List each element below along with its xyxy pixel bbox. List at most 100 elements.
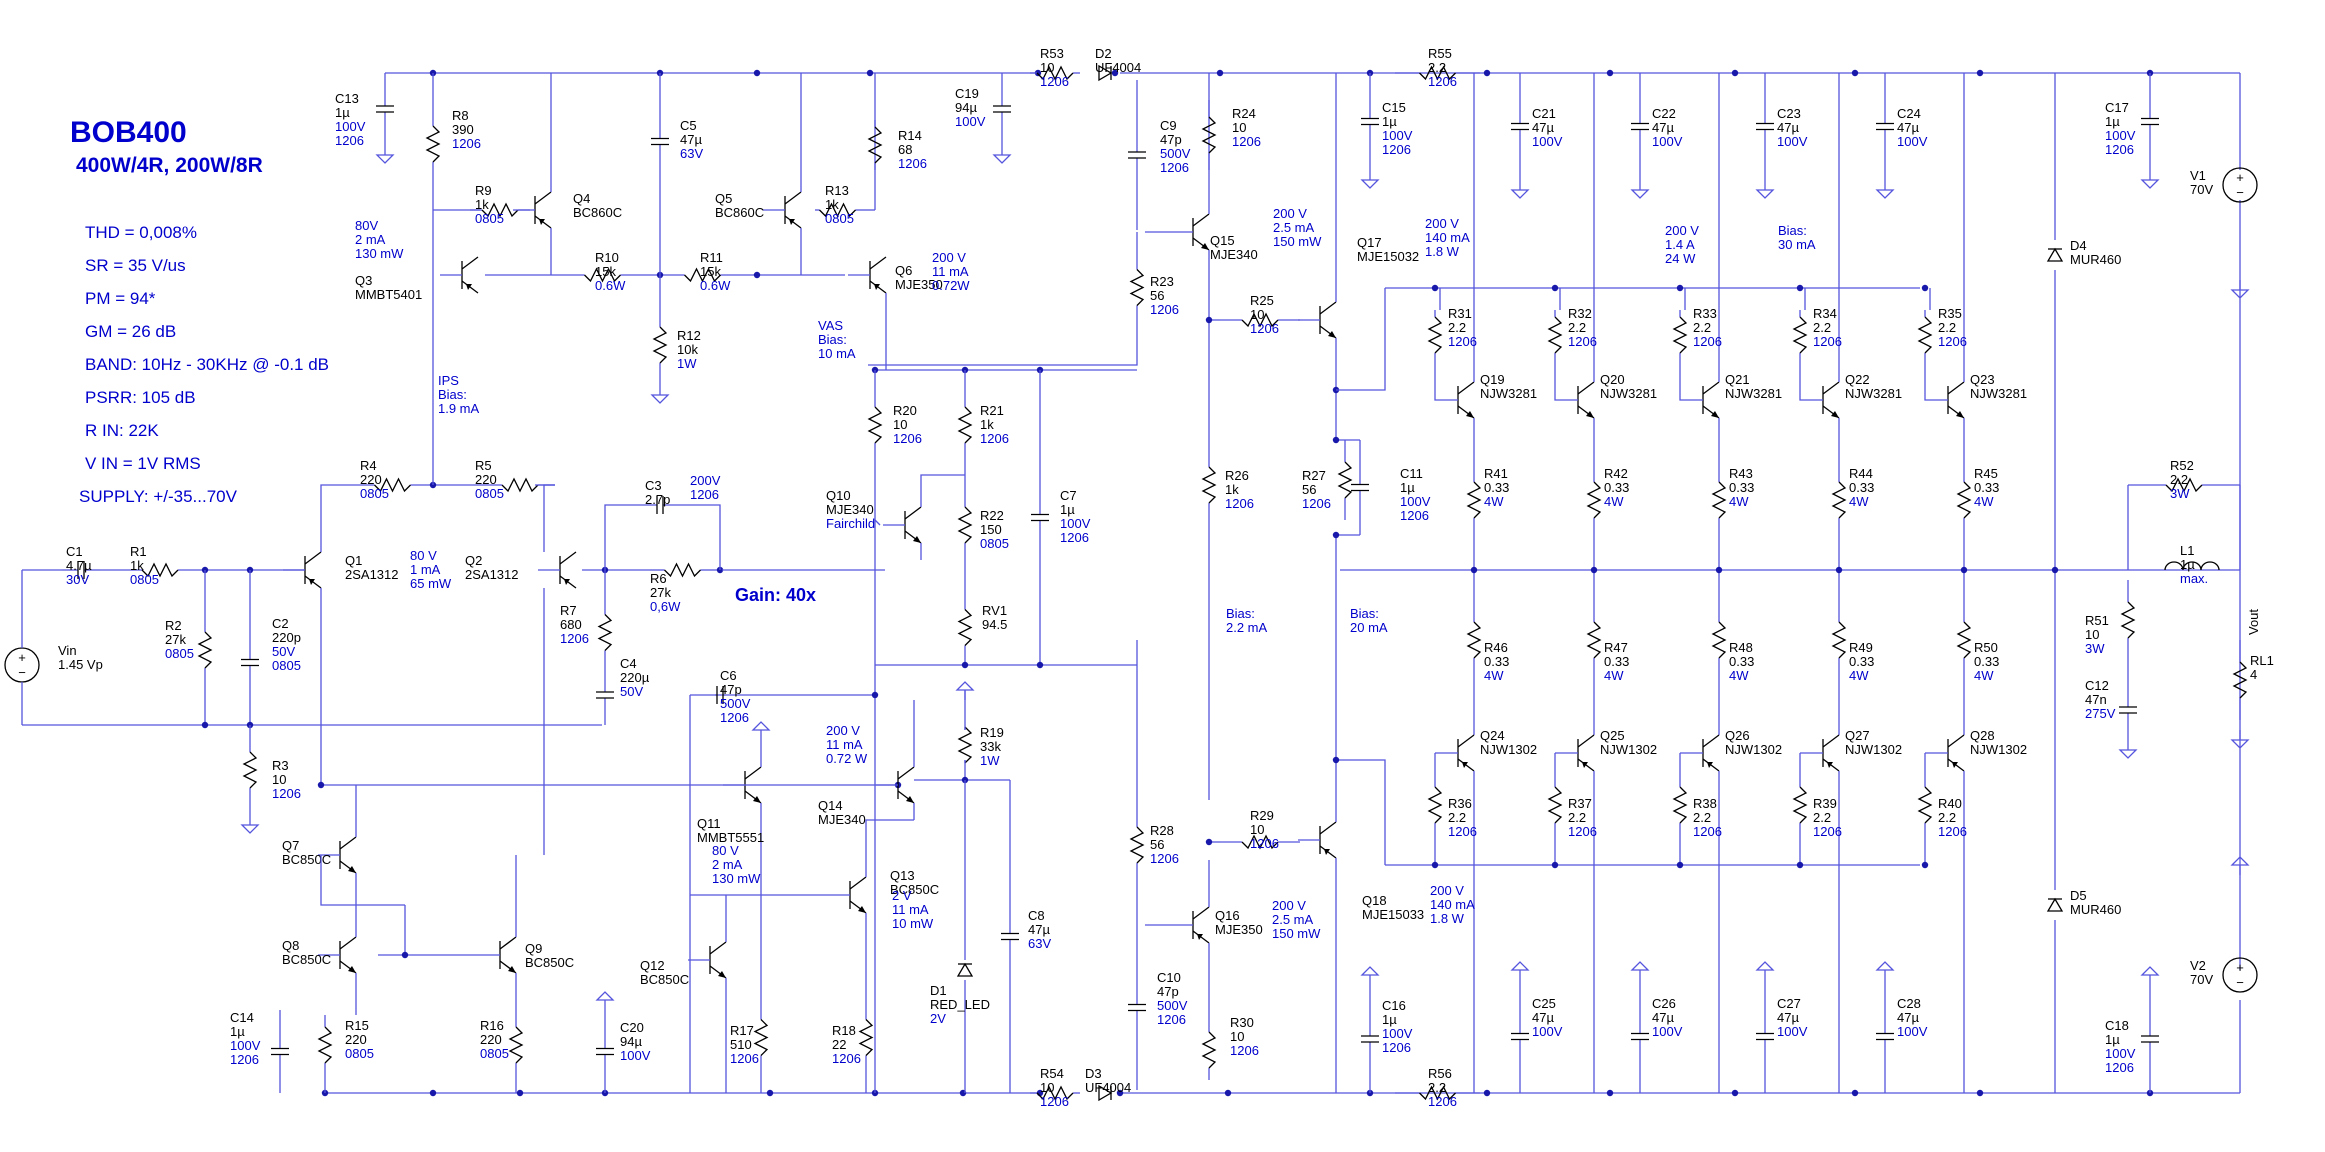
ground-symbol [650, 394, 670, 404]
part-rv1-label-1: 94.5 [982, 617, 1007, 632]
part-q18-label-0: Q18 [1362, 893, 1387, 908]
note-out_bias-1: 30 mA [1778, 237, 1816, 252]
part-c3-label-0: C3 [645, 478, 662, 493]
part-r19-label-0: R19 [980, 725, 1004, 740]
transistor-q23-arrow [1956, 411, 1964, 418]
q1-ops-2: 65 mW [410, 576, 452, 591]
resistor-r44 [1831, 481, 1847, 519]
junction-dot [1606, 69, 1614, 77]
ground-symbol [992, 154, 1012, 164]
part-r3-label-2: 1206 [272, 786, 301, 801]
part-q8-label-1: BC850C [282, 952, 331, 967]
part-q13-label-0: Q13 [890, 868, 915, 883]
part-q23-label-1: NJW3281 [1970, 386, 2027, 401]
part-c1-label-1: 4.7µ [66, 558, 92, 573]
note-q15_ops-1: 2.5 mA [1273, 220, 1315, 235]
part-r24-label-1: 10 [1232, 120, 1246, 135]
part-c5-label-0: C5 [680, 118, 697, 133]
part-d1-label-2: 2V [930, 1011, 946, 1026]
part-r56-label-0: R56 [1428, 1066, 1452, 1081]
transistor-q1-collector [304, 551, 322, 565]
part-r41-label-2: 4W [1484, 494, 1504, 509]
junction-dot [1551, 284, 1559, 292]
part-r54-label-0: R54 [1040, 1066, 1064, 1081]
junction-dot [1921, 861, 1929, 869]
part-c7-label-3: 1206 [1060, 530, 1089, 545]
ground-symbol [2118, 749, 2138, 759]
transistor-q20-arrow [1586, 411, 1594, 418]
junction-dot [1835, 566, 1843, 574]
part-c14-label-3: 1206 [230, 1052, 259, 1067]
part-r34-label-2: 1206 [1813, 334, 1842, 349]
part-c10-label-2: 500V [1157, 998, 1188, 1013]
part-q27-label-0: Q27 [1845, 728, 1870, 743]
part-r10-label-2: 0.6W [595, 278, 626, 293]
resistor-r50 [1956, 621, 1972, 659]
junction-dot [1483, 1089, 1491, 1097]
transistor-q8-arrow [348, 966, 356, 973]
part-r45-label-1: 0.33 [1974, 480, 1999, 495]
ground-symbol [2140, 179, 2160, 189]
part-r53-label-0: R53 [1040, 46, 1064, 61]
part-r16-label-1: 220 [480, 1032, 502, 1047]
part-c4-label-2: 50V [620, 684, 643, 699]
part-r30-label-2: 1206 [1230, 1043, 1259, 1058]
part-r53-label-2: 1206 [1040, 74, 1069, 89]
part-c6-label-2: 500V [720, 696, 751, 711]
part-d5-label-1: MUR460 [2070, 902, 2121, 917]
note-q6_ops-1: 11 mA [932, 264, 969, 279]
resistor-r52 [2165, 477, 2203, 493]
part-r53-label-1: 10 [1040, 60, 1054, 75]
ground-symbol [1875, 189, 1895, 199]
part-r24-label-2: 1206 [1232, 134, 1261, 149]
transistor-q4-arrow [539, 219, 545, 225]
part-r15-label-2: 0805 [345, 1046, 374, 1061]
part-r55-label-0: R55 [1428, 46, 1452, 61]
part-c13-label-2: 100V [335, 119, 366, 134]
part-r9-label-1: 1k [475, 197, 489, 212]
part-r48-label-1: 0.33 [1729, 654, 1754, 669]
note-q18_ops-1: 140 mA [1430, 897, 1475, 912]
part-q7-label-1: BC850C [282, 852, 331, 867]
resistor-r2 [197, 631, 213, 669]
wire [1554, 360, 1556, 401]
junction-dot [1976, 1089, 1984, 1097]
resistor-r35 [1917, 316, 1933, 354]
resistor-r47 [1586, 621, 1602, 659]
diode-d4 [2046, 247, 2064, 262]
wire [1679, 360, 1681, 401]
transistor-q25-arrow [1582, 762, 1588, 768]
resistor-r12 [652, 326, 668, 364]
part-c18-label-3: 1206 [2105, 1060, 2134, 1075]
resistor-r55 [1419, 65, 1456, 81]
part-q23-label-0: Q23 [1970, 372, 1995, 387]
transistor-q1-arrow [309, 579, 315, 585]
transistor-q10-arrow [913, 536, 921, 543]
ground-symbol [1360, 179, 1380, 189]
voltage-source-plus: + [2236, 960, 2244, 975]
resistor-r16 [508, 1026, 524, 1064]
transistor-q22-arrow [1831, 411, 1839, 418]
part-r9-label-0: R9 [475, 183, 492, 198]
junction-dot [753, 69, 761, 77]
junction-dot [1960, 566, 1968, 574]
resistor-r40 [1917, 786, 1933, 824]
part-q28-label-1: NJW1302 [1970, 742, 2027, 757]
part-r18-label-1: 22 [832, 1037, 846, 1052]
transistor-q24-arrow [1462, 762, 1468, 768]
part-q22-label-1: NJW3281 [1845, 386, 1902, 401]
transistor-q6-collector [869, 256, 887, 270]
junction-dot [1731, 69, 1739, 77]
transistor-q18-collector [1319, 821, 1337, 835]
part-q28-label-0: Q28 [1970, 728, 1995, 743]
part-r21-label-2: 1206 [980, 431, 1009, 446]
part-c24-label-1: 47µ [1897, 120, 1919, 135]
part-r30-label-1: 10 [1230, 1029, 1244, 1044]
note-vas_bias-1: Bias: [818, 332, 847, 347]
part-c20-label-2: 100V [620, 1048, 651, 1063]
part-r11-label-2: 0.6W [700, 278, 731, 293]
wire [665, 504, 721, 570]
part-r35-label-2: 1206 [1938, 334, 1967, 349]
part-c22-label-0: C22 [1652, 106, 1676, 121]
part-q19-label-0: Q19 [1480, 372, 1505, 387]
